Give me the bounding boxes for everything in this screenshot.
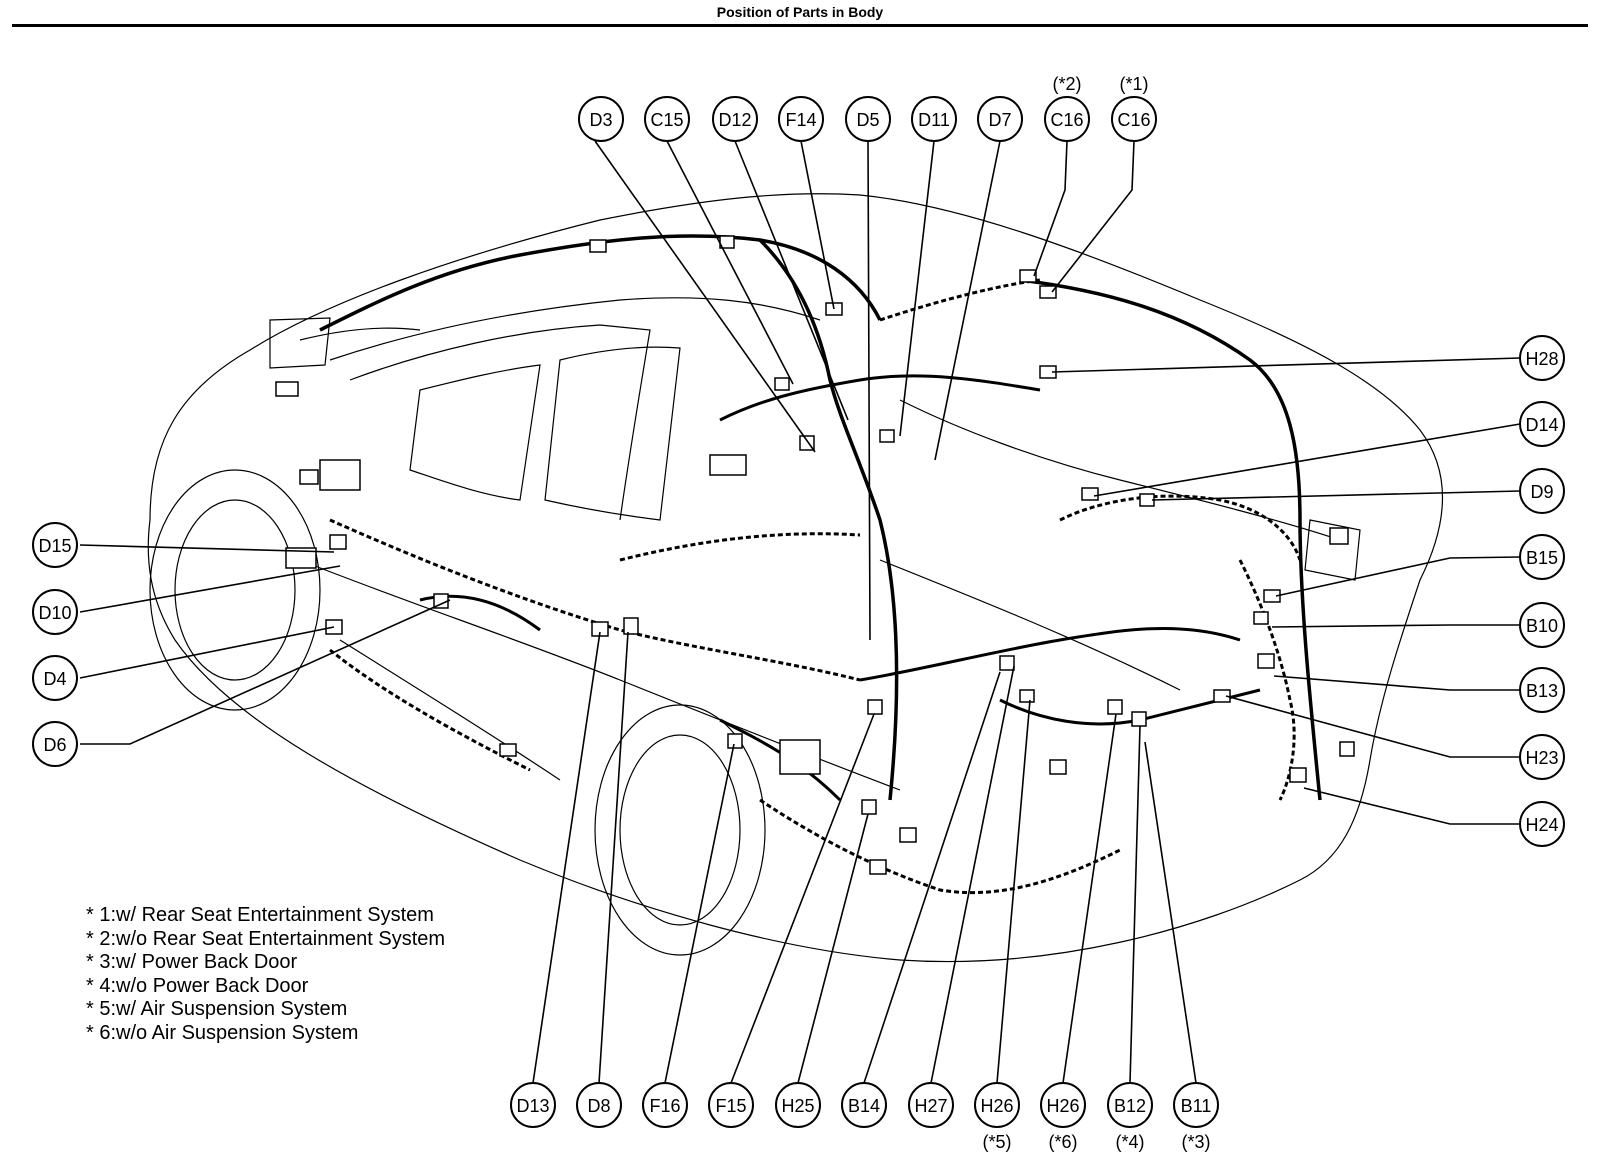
callout-label-h25: H25 xyxy=(781,1096,814,1116)
callout-circle-d5 xyxy=(845,96,891,142)
callout-label-h28: H28 xyxy=(1525,349,1558,369)
callout-note-b11: (*3) xyxy=(1181,1132,1210,1152)
callout-circle-h26-a xyxy=(974,1082,1020,1128)
callout-label-d14: D14 xyxy=(1525,415,1558,435)
callout-label-h24: H24 xyxy=(1525,815,1558,835)
callout-label-b13: B13 xyxy=(1526,681,1558,701)
callout-label-h23: H23 xyxy=(1525,748,1558,768)
callout-circle-d11 xyxy=(911,96,957,142)
callout-circle-h26-b xyxy=(1040,1082,1086,1128)
callout-circle-h28 xyxy=(1519,335,1565,381)
callout-label-b10: B10 xyxy=(1526,616,1558,636)
callout-label-d15: D15 xyxy=(38,536,71,556)
callout-label-b15: B15 xyxy=(1526,548,1558,568)
callout-label-d3: D3 xyxy=(589,110,612,130)
callout-note-h26-b: (*6) xyxy=(1048,1132,1077,1152)
footnote-list: * 1:w/ Rear Seat Entertainment System * … xyxy=(86,904,445,1045)
footnote-item: * 4:w/o Power Back Door xyxy=(86,974,309,997)
callout-label-d10: D10 xyxy=(38,603,71,623)
callout-label-b11: B11 xyxy=(1181,1096,1212,1116)
callout-label-d5: D5 xyxy=(856,110,879,130)
vehicle-body xyxy=(147,193,1443,963)
callout-circle-c16-b xyxy=(1111,96,1157,142)
callout-label-d12: D12 xyxy=(718,110,751,130)
callout-label-d11: D11 xyxy=(918,110,950,130)
callout-circle-d12 xyxy=(712,96,758,142)
callout-note-b12: (*4) xyxy=(1115,1132,1144,1152)
callout-circle-c15 xyxy=(644,96,690,142)
footnote-item: * 3:w/ Power Back Door xyxy=(86,951,298,973)
callout-label-c16-b: C16 xyxy=(1117,110,1150,130)
callout-circle-f16 xyxy=(642,1082,688,1128)
callout-circle-b11 xyxy=(1173,1082,1219,1128)
callout-label-f14: F14 xyxy=(785,110,816,130)
callout-label-d7: D7 xyxy=(988,110,1011,130)
callout-label-d13: D13 xyxy=(516,1096,549,1116)
callout-circle-d4 xyxy=(32,655,78,701)
callout-label-c16-a: C16 xyxy=(1050,110,1083,130)
connector-blocks xyxy=(275,235,1355,875)
callout-circle-b13 xyxy=(1519,667,1565,713)
callout-label-d8: D8 xyxy=(587,1096,610,1116)
callout-circle-f15 xyxy=(708,1082,754,1128)
callout-circles xyxy=(32,96,1565,1128)
footnote-item: * 5:w/ Air Suspension System xyxy=(86,998,348,1020)
callout-circle-b10 xyxy=(1519,602,1565,648)
callout-circle-h27 xyxy=(908,1082,954,1128)
callout-label-h27: H27 xyxy=(914,1096,947,1116)
callout-note-c16-b: (*1) xyxy=(1119,74,1148,94)
callout-label-f15: F15 xyxy=(715,1096,746,1116)
callout-circle-d9 xyxy=(1519,468,1565,514)
callout-label-h26-a: H26 xyxy=(980,1096,1013,1116)
callout-circle-h23 xyxy=(1519,734,1565,780)
title-rule xyxy=(12,24,1588,27)
callout-label-d6: D6 xyxy=(43,735,66,755)
callout-circle-h24 xyxy=(1519,801,1565,847)
wiring-harness xyxy=(319,234,1322,895)
callout-label-d9: D9 xyxy=(1530,482,1553,502)
callout-labels: D3 C15 D12 F14 D5 D11 D7 C16 C16 H28 D14… xyxy=(38,110,1558,1116)
callout-circle-d13 xyxy=(510,1082,556,1128)
callout-circle-d6 xyxy=(32,721,78,767)
callout-notes: (*2) (*1) (*5) (*6) (*4) (*3) xyxy=(982,74,1210,1152)
callout-circle-b12 xyxy=(1107,1082,1153,1128)
footnote-item: * 6:w/o Air Suspension System xyxy=(86,1021,359,1044)
callout-circle-c16-a xyxy=(1044,96,1090,142)
callout-circle-d7 xyxy=(977,96,1023,142)
callout-circle-h25 xyxy=(775,1082,821,1128)
callout-circle-f14 xyxy=(778,96,824,142)
callout-label-b12: B12 xyxy=(1114,1096,1146,1116)
leader-lines xyxy=(79,140,1521,1084)
callout-circle-d10 xyxy=(32,589,78,635)
callout-label-c15: C15 xyxy=(650,110,683,130)
callout-note-h26-a: (*5) xyxy=(982,1132,1011,1152)
callout-circle-d14 xyxy=(1519,401,1565,447)
page-title: Position of Parts in Body xyxy=(716,4,884,20)
callout-label-d4: D4 xyxy=(43,669,66,689)
callout-circle-d15 xyxy=(32,522,78,568)
callout-label-h26-b: H26 xyxy=(1046,1096,1079,1116)
callout-circle-b14 xyxy=(841,1082,887,1128)
callout-label-f16: F16 xyxy=(649,1096,680,1116)
callout-label-b14: B14 xyxy=(848,1096,880,1116)
callout-circle-d3 xyxy=(578,96,624,142)
footnote-item: * 1:w/ Rear Seat Entertainment System xyxy=(86,904,434,926)
callout-circle-b15 xyxy=(1519,534,1565,580)
callout-note-c16-a: (*2) xyxy=(1052,74,1081,94)
footnote-item: * 2:w/o Rear Seat Entertainment System xyxy=(86,927,446,950)
callout-circle-d8 xyxy=(576,1082,622,1128)
